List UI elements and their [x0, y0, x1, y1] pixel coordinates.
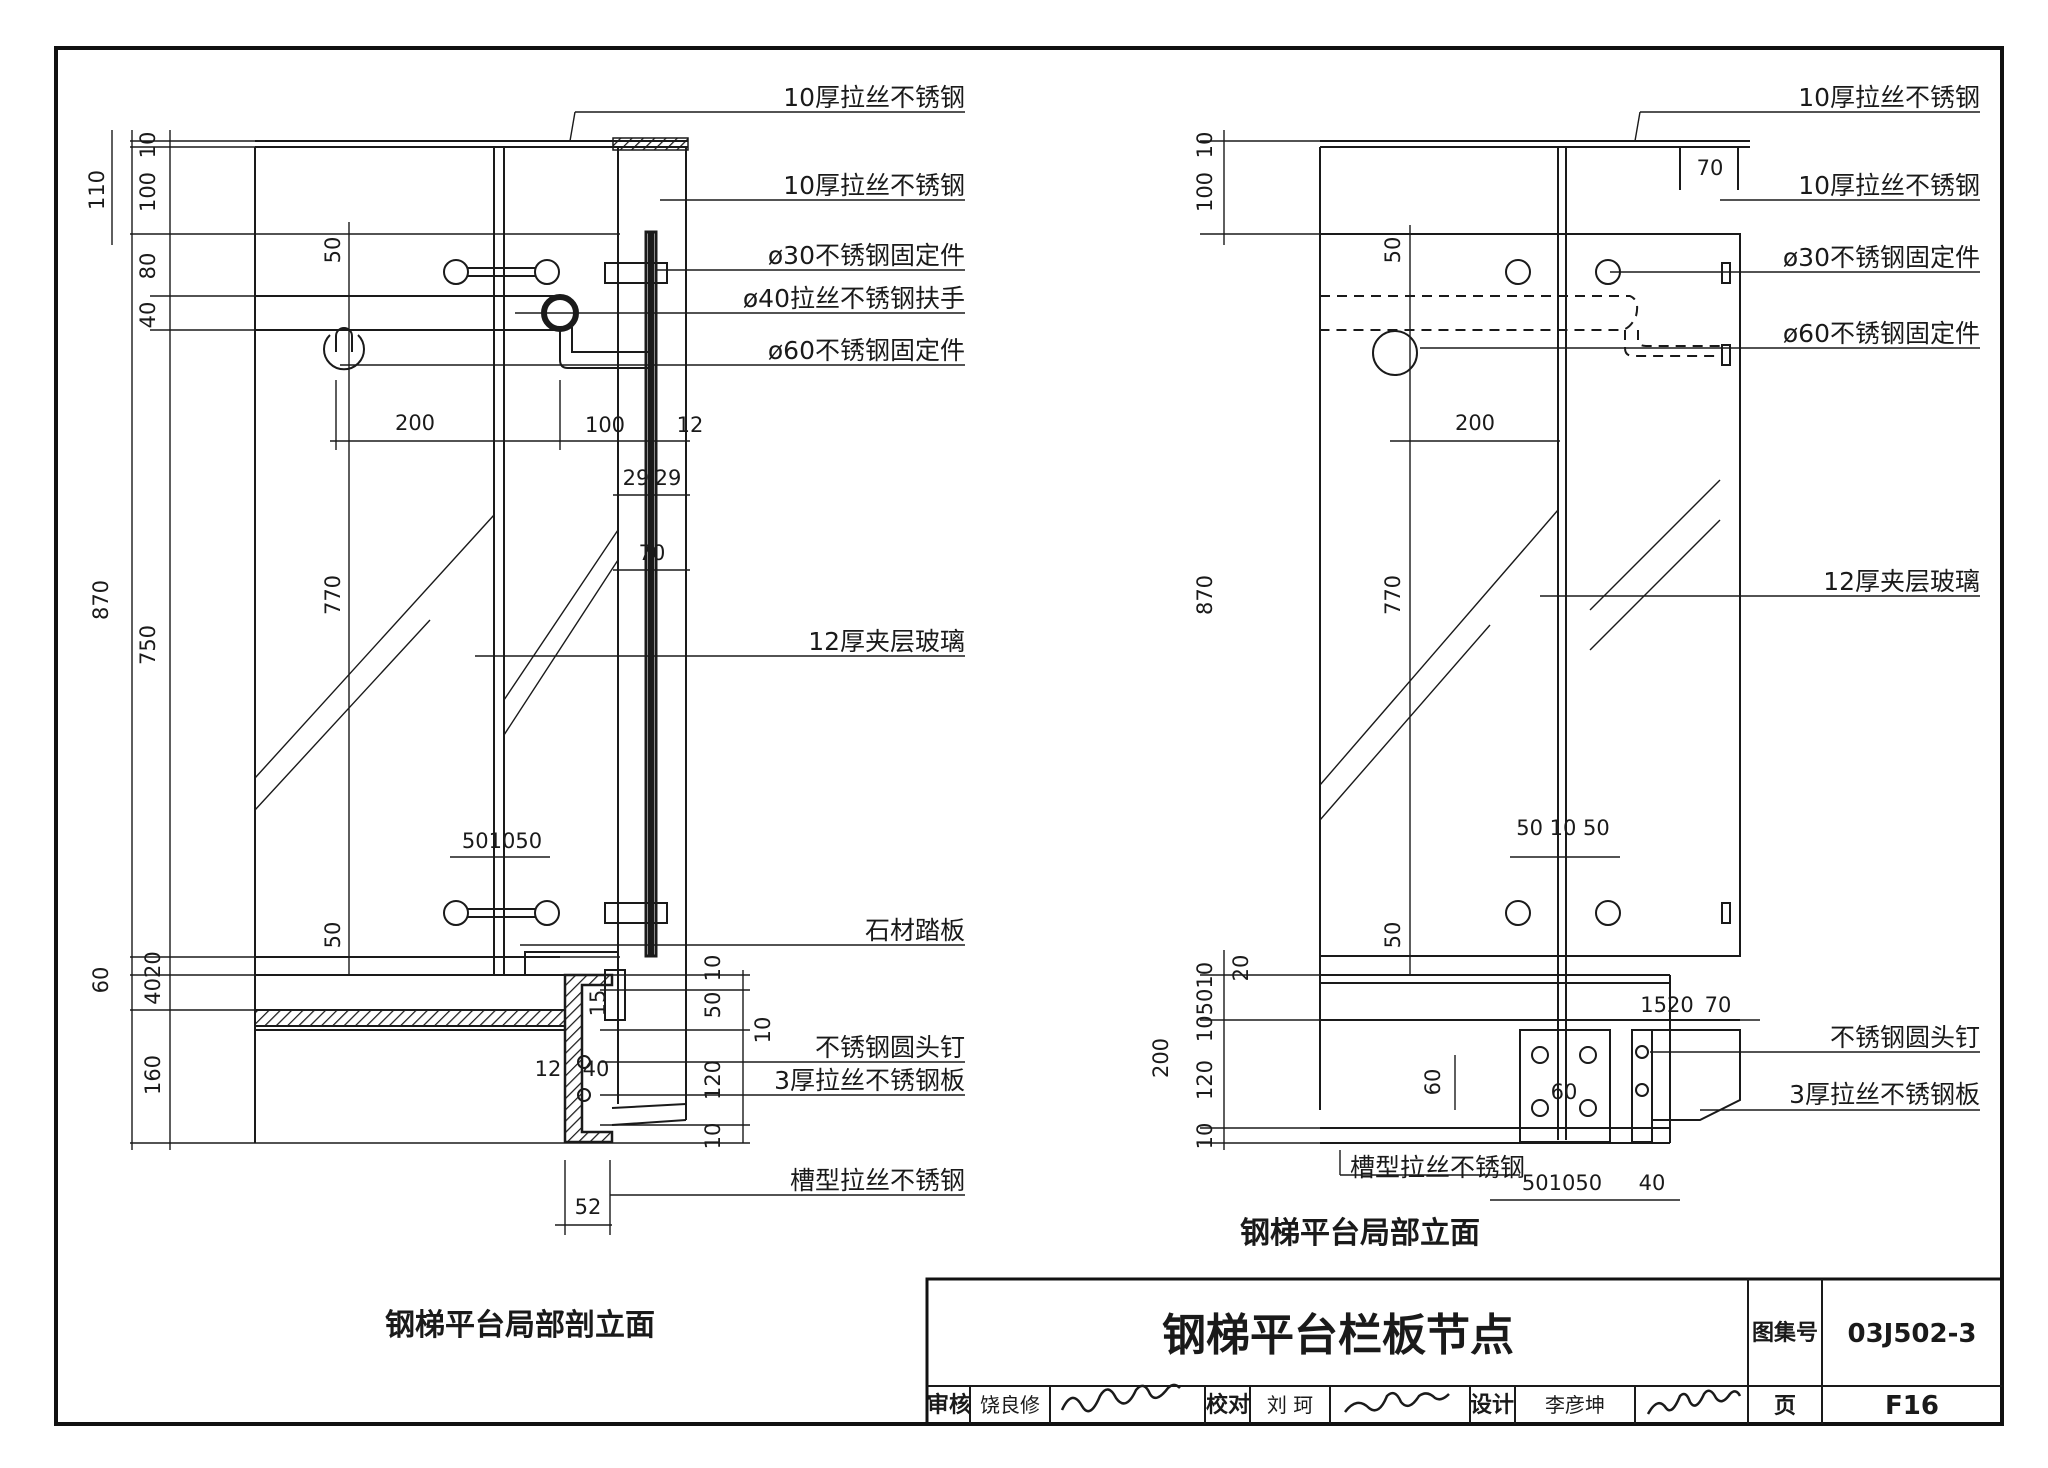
checker-signature	[1344, 1391, 1450, 1413]
reviewer-name: 饶良修	[980, 1393, 1040, 1417]
dim: 40	[1639, 1171, 1666, 1195]
dim: 501050	[1522, 1171, 1602, 1195]
dim: 10	[1193, 1123, 1217, 1150]
dim: 10	[701, 1123, 725, 1150]
left-label-glass: 12厚夹层玻璃	[808, 627, 965, 656]
dim: 200	[395, 411, 435, 435]
stone-tread	[254, 1009, 566, 1027]
right-label-fixing-30: ø30不锈钢固定件	[1783, 243, 1980, 272]
dim: 60	[89, 967, 113, 994]
dim: 4020	[141, 951, 165, 1004]
dim: 100	[136, 172, 160, 212]
review-label: 审核	[927, 1392, 971, 1418]
left-label-post: 10厚拉丝不锈钢	[783, 171, 965, 200]
dim: 70	[639, 541, 666, 565]
dim: 50	[321, 922, 345, 949]
left-label-stone-tread: 石材踏板	[865, 916, 965, 945]
dim: 200	[1149, 1038, 1173, 1078]
dim: 770	[1381, 575, 1405, 615]
left-label-fixing-60: ø60不锈钢固定件	[768, 336, 965, 365]
page-number: F16	[1885, 1391, 1939, 1421]
dim: 100	[1193, 172, 1217, 212]
right-label-steel-plate: 3厚拉丝不锈钢板	[1789, 1080, 1980, 1109]
dim: 770	[321, 575, 345, 615]
dim: 10	[751, 1017, 775, 1044]
designer-name: 李彦坤	[1545, 1393, 1605, 1417]
left-label-fixing-30: ø30不锈钢固定件	[768, 241, 965, 270]
dim: 10	[136, 132, 160, 159]
dim: 70	[1697, 156, 1724, 180]
channel-section	[563, 973, 614, 1144]
page-label: 页	[1774, 1394, 1796, 1419]
designer-signature	[1646, 1389, 1742, 1415]
dim: 12	[677, 413, 704, 437]
right-label-fixing-60: ø60不锈钢固定件	[1783, 319, 1980, 348]
dim: 52	[575, 1195, 602, 1219]
right-elevation-view: 10厚拉丝不锈钢 10厚拉丝不锈钢 ø30不锈钢固定件 ø60不锈钢固定件 12…	[1149, 83, 1980, 1251]
dim: 29	[655, 466, 682, 490]
dim: 501050	[462, 829, 542, 853]
dim: 20	[1229, 955, 1253, 982]
left-label-handrail-40: ø40拉丝不锈钢扶手	[743, 284, 965, 313]
atlas-number: 03J502-3	[1847, 1319, 1976, 1349]
right-view-caption: 钢梯平台局部立面	[1240, 1216, 1480, 1251]
dim: 105010	[1193, 962, 1217, 1042]
dim: 12	[535, 1057, 562, 1081]
right-label-round-nail: 不锈钢圆头钉	[1830, 1023, 1980, 1052]
dim: 50	[1381, 237, 1405, 264]
dim: 750	[136, 625, 160, 665]
reviewer-signature	[1060, 1383, 1181, 1413]
dim: 10	[701, 955, 725, 982]
right-label-glass: 12厚夹层玻璃	[1823, 567, 1980, 596]
dim: 70	[1705, 993, 1732, 1017]
right-label-top-plate: 10厚拉丝不锈钢	[1798, 83, 1980, 112]
checker-name: 刘 珂	[1267, 1393, 1313, 1417]
left-label-steel-plate: 3厚拉丝不锈钢板	[774, 1066, 965, 1095]
dim: 200	[1455, 411, 1495, 435]
dim: 870	[1193, 575, 1217, 615]
left-view-caption: 钢梯平台局部剖立面	[385, 1308, 655, 1343]
dim: 40	[583, 1057, 610, 1081]
right-label-post: 10厚拉丝不锈钢	[1798, 171, 1980, 200]
drawing-title: 钢梯平台栏板节点	[1162, 1310, 1514, 1361]
dim: 100	[585, 413, 625, 437]
dim: 50	[321, 237, 345, 264]
dim: 50 10 50	[1516, 816, 1610, 840]
atlas-label: 图集号	[1752, 1320, 1818, 1346]
dim: 15	[586, 990, 610, 1017]
base-plate	[1519, 1029, 1611, 1143]
left-section-view: 10厚拉丝不锈钢 10厚拉丝不锈钢 ø30不锈钢固定件 ø40拉丝不锈钢扶手 ø…	[85, 83, 965, 1343]
design-label: 设计	[1470, 1393, 1514, 1418]
dim: 29	[623, 466, 650, 490]
dim: 160	[141, 1055, 165, 1095]
dim: 60	[1551, 1080, 1578, 1104]
dim: 40	[136, 302, 160, 329]
sheet-border	[54, 46, 2004, 1426]
dim: 50	[1381, 922, 1405, 949]
dim: 120	[1193, 1060, 1217, 1100]
top-plate-hatch	[612, 137, 689, 151]
dim: 110	[85, 170, 109, 210]
left-label-round-nail: 不锈钢圆头钉	[815, 1033, 965, 1062]
right-label-channel: 槽型拉丝不锈钢	[1350, 1153, 1525, 1182]
dim: 870	[89, 580, 113, 620]
check-label: 校对	[1206, 1392, 1250, 1418]
left-label-channel: 槽型拉丝不锈钢	[790, 1166, 965, 1195]
dim: 120	[701, 1060, 725, 1100]
dim: 10	[1193, 132, 1217, 159]
dim: 50	[701, 992, 725, 1019]
left-label-top-plate: 10厚拉丝不锈钢	[783, 83, 965, 112]
title-block: 钢梯平台栏板节点 图集号 03J502-3 审核 饶良修 校对 刘 珂 设计 李…	[925, 1277, 2004, 1426]
dim: 80	[136, 253, 160, 280]
dim: 1520	[1640, 993, 1693, 1017]
dim: 60	[1421, 1069, 1445, 1096]
